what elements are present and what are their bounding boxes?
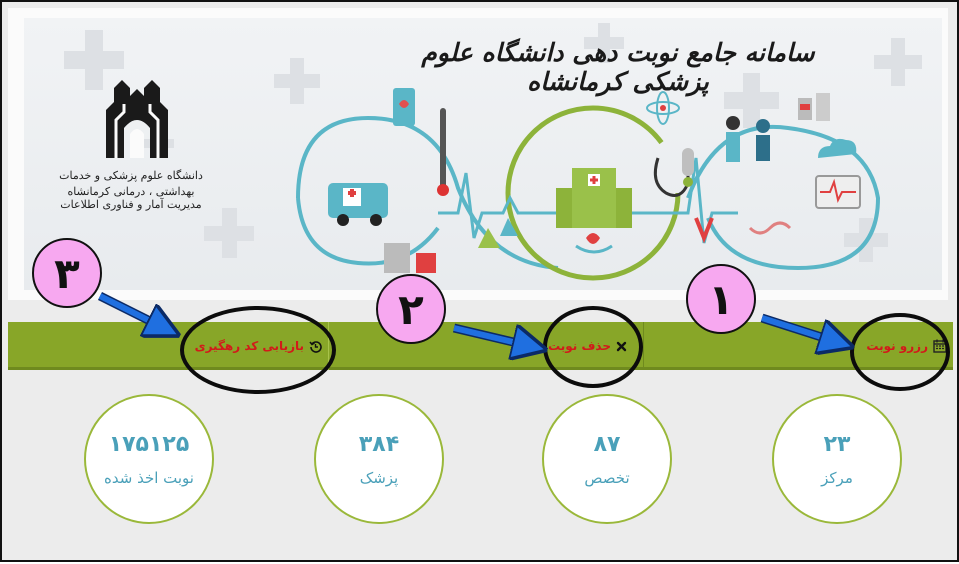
- stat-label: نوبت اخذ شده: [104, 468, 194, 487]
- stat-value: ۱۷۵۱۲۵: [108, 431, 190, 457]
- banner-background: [24, 18, 942, 290]
- university-name: دانشگاه علوم پزشکی و خدمات بهداشتی ، درم…: [59, 169, 203, 198]
- stat-value: ۲۳: [823, 431, 851, 457]
- university-logo: [106, 80, 168, 158]
- stat-value: ۳۸۴: [358, 431, 400, 457]
- highlight-ellipse-tracking: [180, 306, 336, 394]
- arrow-to-delete: [452, 323, 530, 346]
- arrow-to-reserve: [760, 313, 837, 342]
- stat-specialties: ۸۷ تخصص: [542, 394, 672, 524]
- stat-label: پزشک: [359, 468, 399, 487]
- department-name: مدیریت آمار و فناوری اطلاعات: [60, 198, 202, 211]
- arrow-to-tracking: [97, 291, 164, 328]
- stat-label: تخصص: [584, 468, 630, 487]
- system-title: سامانه جامع نوبت دهی دانشگاه علوم پزشکی …: [421, 38, 815, 96]
- step-marker-1: ۱: [686, 264, 756, 334]
- stat-doctors: ۳۸۴ پزشک: [314, 394, 444, 524]
- step-marker-2: ۲: [376, 274, 446, 344]
- step-marker-3: ۳: [32, 238, 102, 308]
- stat-centers: ۲۳ مرکز: [772, 394, 902, 524]
- stat-label: مرکز: [821, 468, 853, 487]
- header-banner: سامانه جامع نوبت دهی دانشگاه علوم پزشکی …: [8, 8, 948, 300]
- stat-value: ۸۷: [593, 431, 621, 457]
- healthcare-illustration: [296, 88, 881, 281]
- stat-appointments: ۱۷۵۱۲۵ نوبت اخذ شده: [84, 394, 214, 524]
